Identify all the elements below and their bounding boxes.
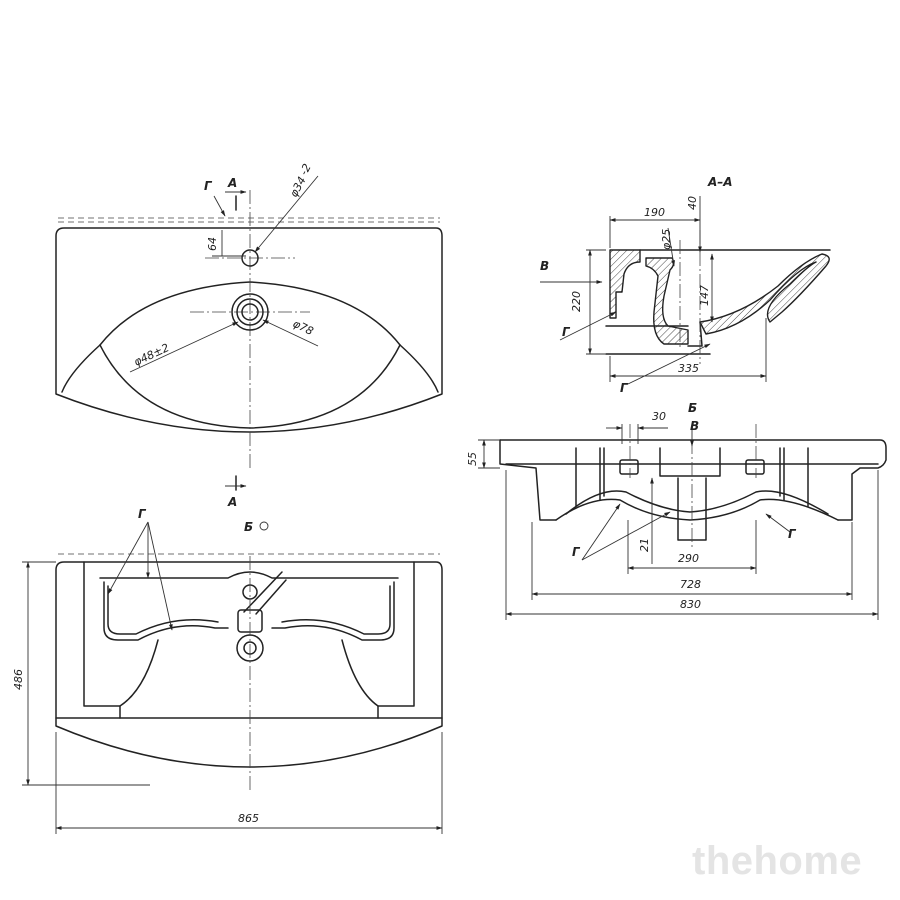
dim-728: 728 [680,578,701,591]
bottom-view [22,521,443,834]
dim-335: 335 [678,362,699,375]
dim-55: 55 [466,452,479,466]
label-view-v: В [540,259,549,273]
dim-21: 21 [638,538,651,552]
dim-40: 40 [686,196,699,210]
label-a-bottom: А [227,495,237,509]
dim-hole-small: φ34 [287,175,308,200]
dim-25: φ25 [660,229,673,250]
dim-30: 30 [652,410,666,423]
dim-48: φ48±2 [132,341,171,369]
label-g-top: Г [204,179,213,193]
label-b-front: Б [688,401,697,415]
dim-830: 830 [680,598,701,611]
label-g-front-1: Г [572,545,581,559]
label-b-mark: Б [244,520,253,534]
dim-865: 865 [238,812,259,825]
label-a-top: А [227,176,237,190]
label-v-front: В [690,419,699,433]
top-view [55,175,443,491]
dim-147: 147 [698,285,711,306]
label-g-bottom-view: Г [138,507,147,521]
dim-220: 220 [570,291,583,312]
dim-64: 64 [206,237,219,251]
front-view [478,424,887,620]
label-g-section-1: Г [562,325,571,339]
label-section-aa: А–А [707,175,733,189]
dim-hole-small-tol: -2 [297,162,314,178]
label-g-front-2: Г [788,527,797,541]
label-g-section-2: Г [620,381,629,395]
watermark-logo: thehome [692,839,862,883]
dim-190: 190 [644,206,665,219]
dim-290: 290 [678,552,699,565]
section-aa [540,196,831,385]
dim-486: 486 [12,669,25,690]
